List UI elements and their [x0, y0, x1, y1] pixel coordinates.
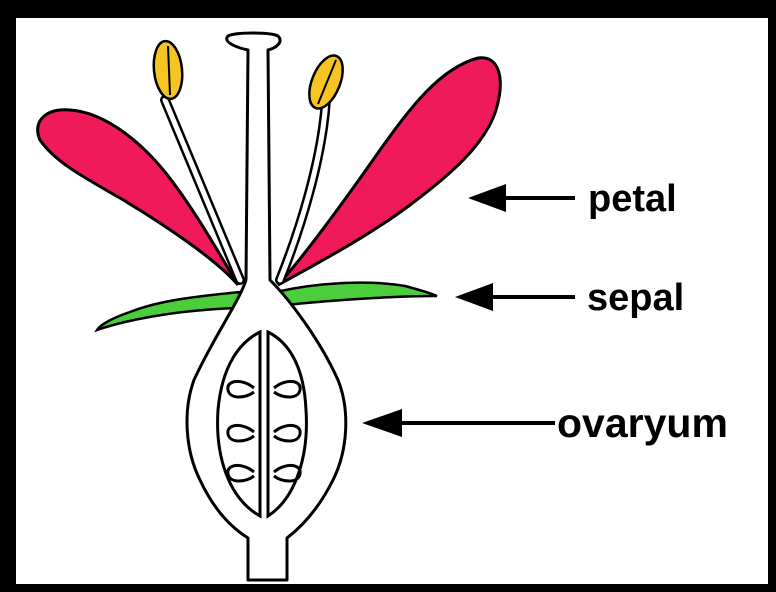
arrow-ovaryum [362, 409, 555, 437]
arrow-petal [468, 184, 575, 212]
label-ovaryum: ovaryum [557, 403, 728, 444]
sepal-left [97, 292, 240, 330]
arrow-sepal [455, 283, 575, 311]
label-petal: petal [588, 180, 677, 218]
sepal-right [276, 283, 437, 306]
label-sepal: sepal [587, 279, 684, 317]
